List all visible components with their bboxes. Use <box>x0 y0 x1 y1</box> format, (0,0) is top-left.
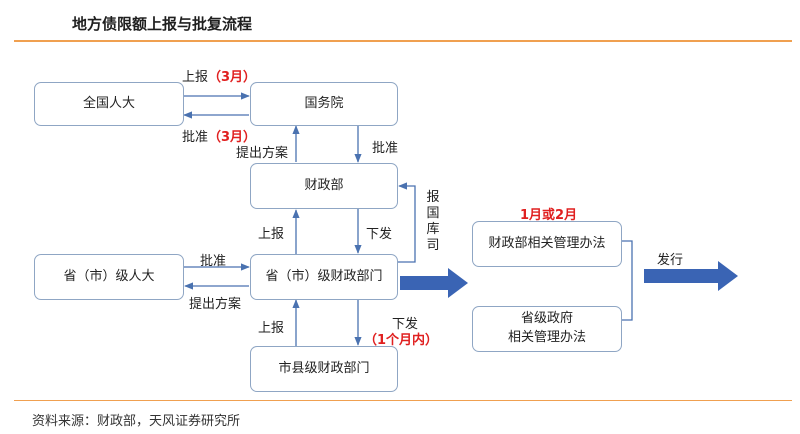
node-mof-rules: 财政部相关管理办法 <box>472 221 622 267</box>
node-mof: 财政部 <box>250 163 398 209</box>
footer-divider <box>14 400 792 401</box>
node-city-finance: 市县级财政部门 <box>250 346 398 392</box>
source-note: 资料来源：财政部，天风证券研究所 <box>32 414 241 429</box>
label-report-bottom: 上报 <box>258 321 285 336</box>
page-title: 地方债限额上报与批复流程 <box>72 15 253 33</box>
label-approve-prov: 批准 <box>200 254 227 269</box>
node-prov-gov-rules-line1: 省级政府 <box>520 311 573 327</box>
label-issue-bottom-time: （1个月内） <box>364 333 439 348</box>
label-approve-time: （3月） <box>208 130 257 145</box>
node-prov-gov-rules-line2: 相关管理办法 <box>507 330 586 345</box>
label-month-1-or-2: 1月或2月 <box>520 208 578 223</box>
title-divider <box>14 40 792 42</box>
label-report-state-treasury: 报国库司 <box>426 190 440 253</box>
label-approve-text: 批准 <box>182 130 209 145</box>
node-state-council: 国务院 <box>250 82 398 126</box>
label-propose-plan: 提出方案 <box>236 146 289 161</box>
label-issue-mid: 下发 <box>366 227 393 242</box>
label-report-text: 上报 <box>182 70 209 85</box>
label-report-time: （3月） <box>208 70 257 85</box>
big-arrow-to-rules <box>400 268 468 298</box>
label-propose-plan-prov: 提出方案 <box>189 297 242 312</box>
node-prov-finance: 省（市）级财政部门 <box>250 254 398 300</box>
label-report-mid: 上报 <box>258 227 285 242</box>
node-npc: 全国人大 <box>34 82 184 126</box>
bracket <box>622 240 633 321</box>
label-issue-bottom: 下发 <box>392 317 419 332</box>
arrow-prov-to-treasury <box>398 182 416 263</box>
label-approve-top: 批准（3月） <box>182 126 256 145</box>
node-prov-congress: 省（市）级人大 <box>34 254 184 300</box>
label-report-top: 上报（3月） <box>182 66 256 85</box>
label-approve-right: 批准 <box>372 141 399 156</box>
big-arrow-issue <box>644 261 738 291</box>
node-prov-gov-rules: 省级政府 相关管理办法 <box>472 306 622 352</box>
label-issue-bond: 发行 <box>657 253 684 268</box>
